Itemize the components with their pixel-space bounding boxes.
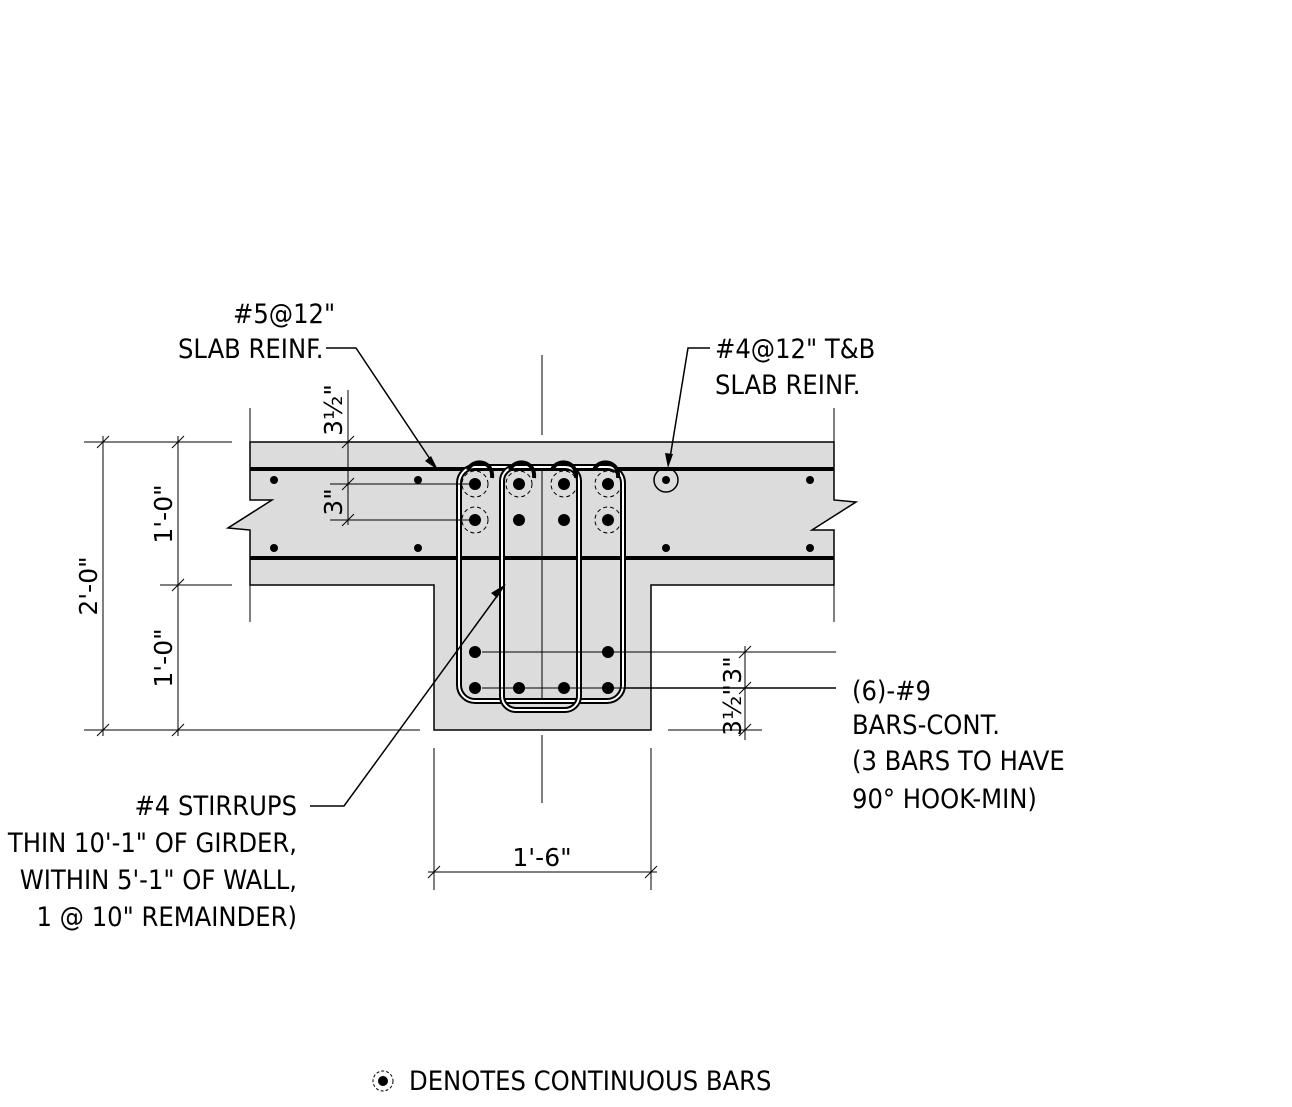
slab-reinf-2-line1: #4@12" T&B [715,334,875,365]
slab-reinf-1-line1: #5@12" [233,299,335,330]
slab-reinf-1-line2: SLAB REINF. [178,334,323,365]
dim-bottom-cover: 3½" [718,684,747,736]
slab-reinf-2-line2: SLAB REINF. [715,370,860,401]
dim-slab-depth: 1'-0" [149,484,178,543]
stirrups-line2: THIN 10'-1" OF GIRDER, [7,828,297,859]
stirrups-line4: 1 @ 10" REMAINDER) [37,902,297,933]
slab-distribution-bars [270,476,814,552]
legend-text: DENOTES CONTINUOUS BARS [409,1066,771,1097]
left-dimension-lines [84,435,420,737]
dim-web-width: 1'-6" [512,843,571,872]
bars-cont-line4: 90° HOOK-MIN) [852,784,1037,815]
legend-symbol [372,1070,394,1092]
dim-bottom-spacing: 3" [718,656,747,683]
bars-cont-line1: (6)-#9 [852,676,931,707]
dim-web-depth: 1'-0" [149,628,178,687]
dim-top-spacing: 3" [319,488,348,515]
web-width-dims [427,748,658,890]
stirrups-line1: #4 STIRRUPS [134,791,297,822]
stirrups-line3: WITHIN 5'-1" OF WALL, [20,865,297,896]
continuous-bar-rings [461,467,679,534]
bars-cont-line2: BARS-CONT. [852,710,1000,741]
dim-top-cover: 3½" [319,384,348,436]
leaders [310,347,836,807]
bars-cont-line3: (3 BARS TO HAVE [852,746,1065,777]
dim-overall-depth: 2'-0" [74,556,103,615]
top-cover-dims [330,390,470,527]
